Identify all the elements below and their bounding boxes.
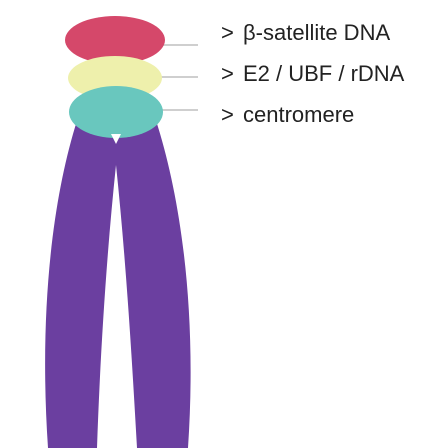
centromere-band (69, 86, 163, 138)
chevron-right-icon: > (221, 102, 243, 128)
legend-label-satellite: β-satellite DNA (243, 20, 390, 46)
chevron-right-icon: > (221, 61, 243, 87)
legend-item-satellite: > β-satellite DNA (221, 20, 390, 46)
legend-item-rdna: > E2 / UBF / rDNA (221, 61, 404, 87)
legend-label-rdna: E2 / UBF / rDNA (243, 61, 404, 87)
chromatid-body (45, 103, 191, 448)
legend-label-centromere: centromere (243, 102, 354, 128)
chevron-right-icon: > (221, 20, 243, 46)
legend-item-centromere: > centromere (221, 102, 354, 128)
